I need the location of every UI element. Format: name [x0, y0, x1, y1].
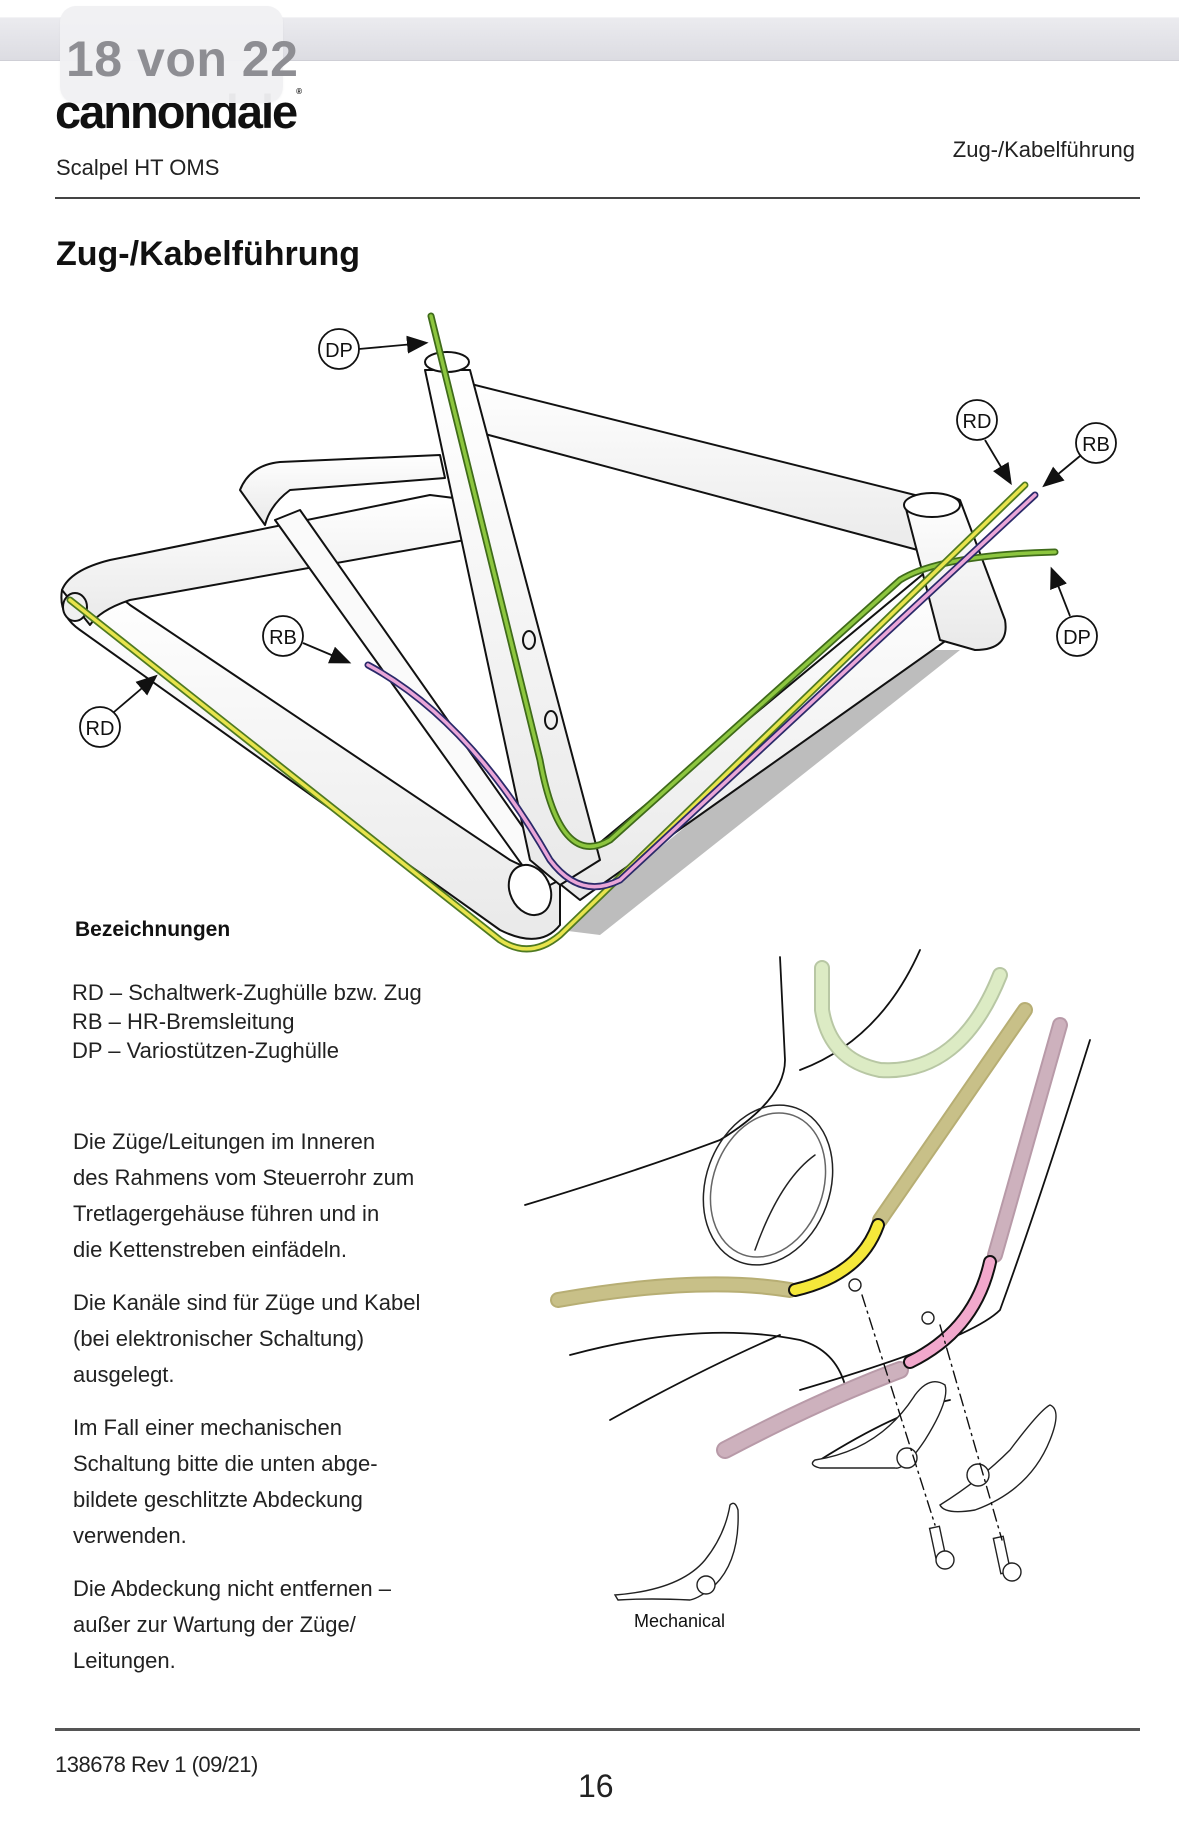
mechanical-cover — [613, 1502, 739, 1601]
paragraph: Die Züge/Leitungen im Inneren des Rahmen… — [73, 1129, 415, 1262]
frame-edge — [609, 1334, 781, 1421]
cable-rd — [68, 483, 1027, 951]
model-name: Scalpel HT OMS — [56, 155, 220, 180]
bolt-1-head — [935, 1550, 955, 1570]
port-cover-1 — [811, 1381, 947, 1469]
detail-dp-faded — [816, 962, 1006, 1077]
callout-rd-left: RD — [79, 674, 158, 748]
paragraph: Die Abdeckung nicht entfernen – außer zu… — [73, 1576, 392, 1673]
detail-rd-port-outline — [788, 1218, 885, 1297]
callout-label: RD — [86, 718, 115, 740]
header-divider — [55, 197, 1140, 199]
detail-rb-port-outline — [903, 1255, 997, 1369]
downtube-shadow — [560, 650, 960, 935]
legend-list: RD – Schaltwerk-Zughülle bzw. Zug RB – H… — [72, 978, 422, 1065]
cables — [66, 312, 1059, 953]
running-header: Zug-/Kabelführung — [952, 137, 1135, 162]
legend-item-rd: RD – Schaltwerk-Zughülle bzw. Zug — [72, 980, 422, 1005]
detail-rb-faded-lower — [718, 1363, 907, 1457]
cable-rb — [366, 493, 1037, 889]
footer-divider — [55, 1728, 1140, 1731]
callouts: DP RB RD RD RB DP — [79, 328, 1117, 748]
assembly-line-2 — [939, 1324, 1003, 1541]
callout-label: RD — [963, 411, 992, 433]
page-indicator: 18 von 22 — [60, 6, 298, 103]
nut-2 — [921, 1311, 935, 1325]
mechanical-label: Mechanical — [634, 1611, 726, 1631]
document-code: 138678 Rev 1 (09/21) — [55, 1752, 258, 1777]
port-cover-2 — [939, 1404, 1057, 1513]
callout-label: RB — [269, 627, 297, 649]
detail-rb-faded — [989, 1019, 1066, 1261]
top-tube — [454, 379, 966, 561]
callout-dp-top: DP — [318, 328, 429, 370]
cable-dp — [429, 314, 1057, 849]
bolt-2-head — [1002, 1562, 1022, 1582]
frame-edge — [799, 949, 921, 1071]
callout-dp-right: DP — [1050, 566, 1098, 657]
paragraph: Die Kanäle sind für Züge und Kabel (bei … — [73, 1290, 421, 1387]
callout-label: RB — [1082, 434, 1110, 456]
detail-inset — [524, 949, 1091, 1601]
bottle-boss — [544, 710, 558, 730]
page-number: 16 — [578, 1768, 614, 1804]
seatstay-bridge — [239, 454, 446, 526]
port-cover-2-hole — [966, 1463, 990, 1487]
page-title: Zug-/Kabelführung — [56, 235, 361, 273]
detail-rb-port — [905, 1257, 995, 1367]
instructions: Die Züge/Leitungen im Inneren des Rahmen… — [73, 1124, 493, 1696]
callout-rb-left: RB — [262, 615, 352, 664]
legend-item-dp: DP – Variostützen-Zughülle — [72, 1038, 339, 1063]
bottom-bracket-shell — [507, 863, 553, 917]
detail-bb-shell — [702, 1104, 834, 1266]
nut-1 — [848, 1278, 862, 1292]
head-tube-opening — [903, 492, 961, 518]
frame-edge — [524, 956, 786, 1206]
legend-heading: Bezeichnungen — [75, 918, 231, 941]
frame-edge — [799, 1039, 1091, 1391]
callout-label: DP — [1063, 627, 1091, 649]
callout-rb-right: RB — [1042, 422, 1117, 488]
detail-rd-faded-lower — [552, 1278, 796, 1306]
callout-label: DP — [325, 340, 353, 362]
assembly-line-1 — [861, 1294, 936, 1526]
detail-rd-port — [790, 1220, 883, 1295]
detail-rd-faded — [874, 1004, 1031, 1226]
legend-item-rb: RB – HR-Bremsleitung — [72, 1009, 295, 1034]
callout-rd-right: RD — [956, 399, 1012, 486]
page-indicator-text: 18 von 22 — [66, 31, 299, 87]
bottle-boss — [522, 630, 536, 650]
mechanical-cover-hole — [696, 1575, 716, 1595]
port-cover-1-hole — [896, 1447, 918, 1469]
paragraph: Im Fall einer mechanischen Schaltung bit… — [73, 1415, 378, 1548]
frame-edge — [569, 1331, 846, 1386]
